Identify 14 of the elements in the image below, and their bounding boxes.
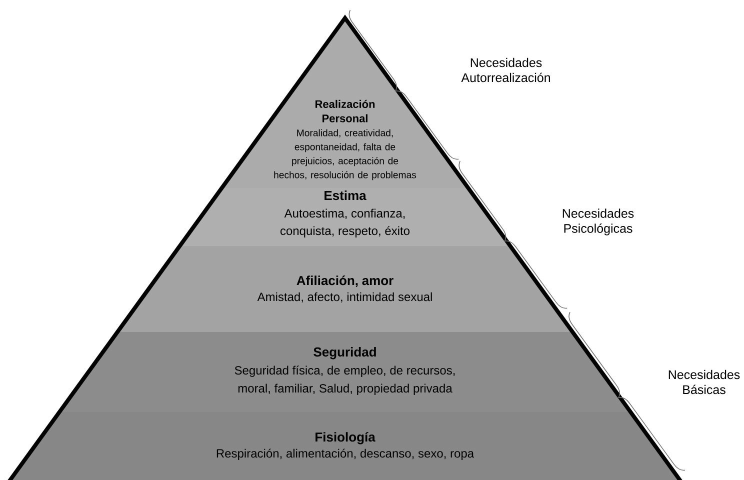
node-label: Estima — [324, 190, 366, 200]
node-label: Seguridad física, de empleo, de recursos, moral, familiar, Salud, propiedad privada — [234, 366, 455, 395]
pyramid-level: Afiliación, amor Amistad, afecto, intimidad sexual — [118, 246, 572, 332]
node-label: Respiración, alimentación, descanso, sexo, ropa — [216, 448, 474, 460]
pyramid-level: Estima Autoestima, confianza, conquista, respeto, éxito — [180, 188, 510, 246]
brace-label: Necesidades Básicas — [668, 370, 740, 394]
pyramid-level: Fisiología Respiración, alimentación, descanso, sexo, ropa — [10, 412, 680, 480]
node-label: Autoestima, confianza, conquista, respeto, éxito — [280, 208, 410, 238]
node-label: Realización Personal — [315, 100, 375, 122]
pyramid-level: Seguridad Seguridad física, de empleo, de recursos, moral, familiar, Salud, propiedad privada — [60, 332, 630, 412]
node-label: Seguridad — [314, 347, 376, 360]
node-label: Fisiología — [316, 432, 376, 444]
brace-label: Necesidades Psicológicas — [562, 208, 634, 236]
node-label: Moralidad, creatividad, espontaneidad, falta de prejuicios, aceptación de hechos, resolución de problemas — [274, 129, 416, 180]
